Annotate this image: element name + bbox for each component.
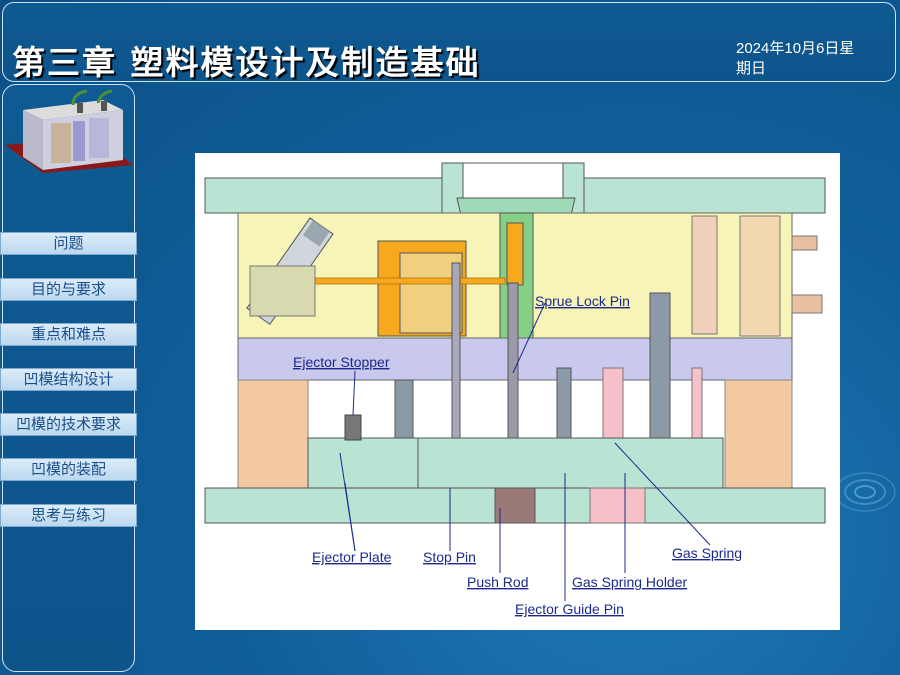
nav-item-cavity-design[interactable]: 凹模结构设计: [0, 368, 137, 391]
label-sprue-lock-pin: Sprue Lock Pin: [535, 293, 630, 309]
nav-item-key-points[interactable]: 重点和难点: [0, 323, 137, 346]
date-line-1: 2024年10月6日星: [736, 40, 855, 57]
date-line-2: 期日: [736, 60, 767, 77]
nav-item-questions[interactable]: 问题: [0, 232, 137, 255]
page-title: 第三章 塑料模设计及制造基础: [12, 43, 481, 82]
nav-item-objectives[interactable]: 目的与要求: [0, 278, 137, 301]
label-ejector-stopper: Ejector Stopper: [293, 354, 390, 370]
nav-item-assembly[interactable]: 凹模的装配: [0, 458, 137, 481]
nav-item-exercises[interactable]: 思考与练习: [0, 504, 137, 527]
mold-diagram: Sprue Lock Pin Ejector Stopper Ejector P…: [195, 153, 840, 630]
label-stop-pin: Stop Pin: [423, 549, 476, 565]
label-ejector-plate: Ejector Plate: [312, 549, 392, 565]
nav-item-tech-requirements[interactable]: 凹模的技术要求: [0, 413, 137, 436]
title-bar: [2, 2, 896, 82]
label-gas-spring-holder: Gas Spring Holder: [572, 574, 688, 590]
label-ejector-guide-pin: Ejector Guide Pin: [515, 601, 624, 617]
date-text: 2024年10月6日星 期日: [736, 39, 886, 79]
label-gas-spring: Gas Spring: [672, 545, 742, 561]
mold-thumbnail-image: [5, 89, 133, 173]
label-push-rod: Push Rod: [467, 574, 528, 590]
water-ripple-decoration: [834, 472, 896, 512]
